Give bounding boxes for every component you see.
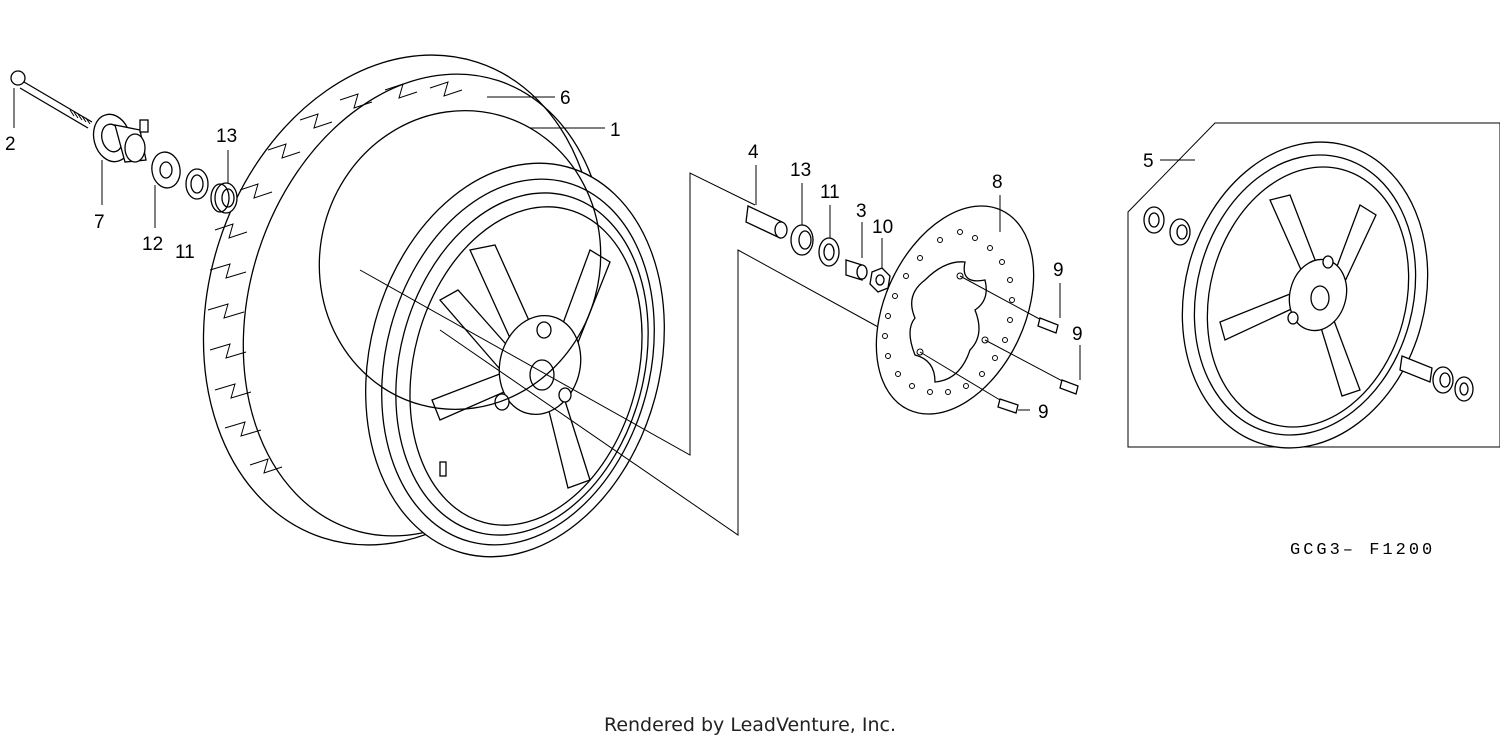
diagram-code: GCG3– F1200	[1290, 541, 1435, 560]
label-part-12: 12	[142, 234, 163, 255]
label-part-11-left: 11	[175, 242, 195, 263]
inset-wheel	[1181, 141, 1429, 449]
label-part-1: 1	[610, 120, 621, 141]
label-part-6: 6	[560, 88, 571, 109]
axle-nut	[869, 267, 891, 293]
label-part-9-middle: 9	[1072, 324, 1083, 345]
label-part-9-bottom: 9	[1038, 402, 1049, 423]
bearing-left	[210, 182, 238, 214]
side-collar-right	[845, 259, 868, 281]
inset-frame	[1127, 122, 1500, 448]
label-part-7: 7	[94, 212, 105, 233]
front-wheel-rim	[365, 162, 665, 558]
dust-seal-left	[185, 168, 209, 200]
label-part-8: 8	[992, 172, 1003, 193]
rim-band	[318, 109, 602, 411]
label-part-10: 10	[872, 217, 893, 238]
label-part-5: 5	[1143, 151, 1154, 172]
label-part-11-right: 11	[820, 182, 840, 203]
inset-left-bearings	[1143, 206, 1191, 246]
brake-disc	[875, 205, 1035, 415]
assembly-leader-lower	[439, 249, 881, 536]
axle-bolt	[10, 70, 93, 129]
label-part-13-right: 13	[790, 160, 811, 181]
assembly-leader-upper	[359, 172, 756, 456]
label-part-3: 3	[856, 201, 867, 222]
distance-collar	[745, 205, 788, 239]
bearing-right	[790, 224, 814, 256]
side-collar-washer	[151, 151, 181, 189]
label-part-9-top: 9	[1053, 260, 1064, 281]
footer-credit: Rendered by LeadVenture, Inc.	[603, 714, 897, 736]
speedometer-gearbox	[92, 113, 149, 163]
inset-right-bearings	[1399, 355, 1474, 402]
leader-lines	[13, 88, 1195, 411]
label-part-13-left: 13	[216, 126, 237, 147]
dust-seal-right	[818, 237, 840, 267]
disc-bolts	[919, 275, 1079, 414]
label-part-4: 4	[748, 142, 759, 163]
label-part-2: 2	[5, 134, 16, 155]
